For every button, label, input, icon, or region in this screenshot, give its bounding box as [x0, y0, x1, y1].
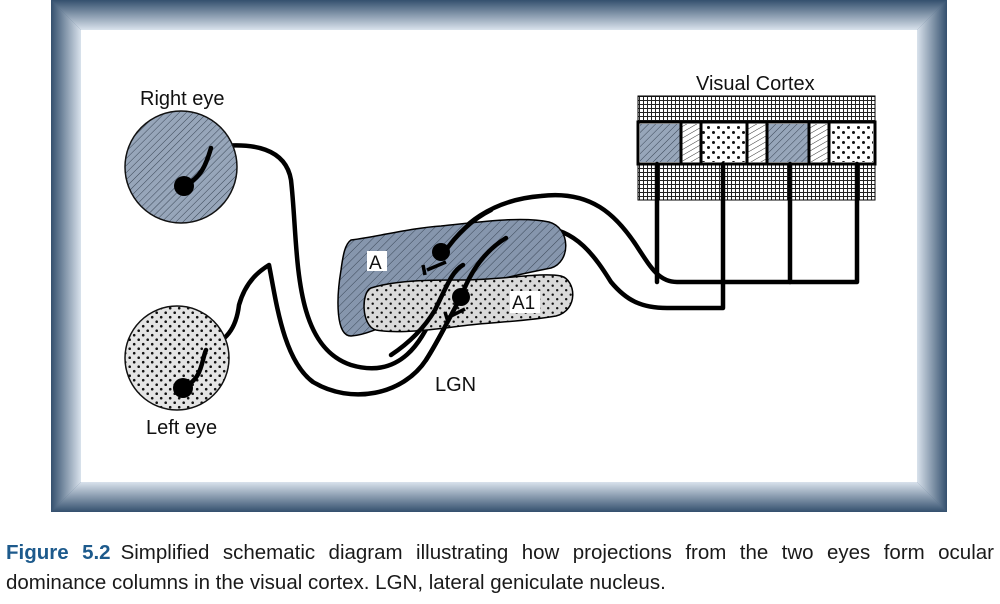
left-eye-retinal-cell: [173, 378, 193, 398]
ocular-dominance-column: [701, 124, 747, 162]
layer-a1-label-bg: [510, 291, 540, 313]
visual-cortex: [636, 95, 877, 201]
layer-a-label-bg: [367, 251, 387, 271]
lgn-a1-neuron: [452, 288, 470, 306]
caption-text: Simplified schematic diagram illustratin…: [6, 541, 994, 594]
layer-a1-label: A1: [512, 293, 535, 314]
ocular-dominance-column: [829, 124, 873, 162]
lgn-layer-a1: [363, 274, 574, 333]
right-eye: [124, 110, 238, 224]
right-eye-label: Right eye: [140, 88, 225, 110]
cortex-upper-layer: [637, 95, 876, 123]
ocular-dominance-column: [640, 124, 681, 162]
ocular-dominance-column: [681, 124, 701, 162]
ocular-dominance-column: [809, 124, 829, 162]
cortex-lower-layer: [637, 163, 876, 201]
right-eye-retinal-cell: [174, 176, 194, 196]
lgn-synapses: [421, 243, 470, 323]
left-eye: [124, 305, 230, 411]
lgn-label: LGN: [435, 374, 476, 396]
lgn-a-neuron: [432, 243, 450, 261]
visual-cortex-label: Visual Cortex: [696, 73, 815, 95]
layer-a-label: A: [369, 253, 382, 274]
ocular-dominance-column: [767, 124, 809, 162]
diagram-frame: Right eye Left eye Visual Cortex LGN A A…: [51, 0, 947, 512]
figure-label: Figure 5.2: [6, 541, 111, 564]
left-eye-label: Left eye: [146, 417, 217, 439]
ocular-dominance-column: [747, 124, 767, 162]
